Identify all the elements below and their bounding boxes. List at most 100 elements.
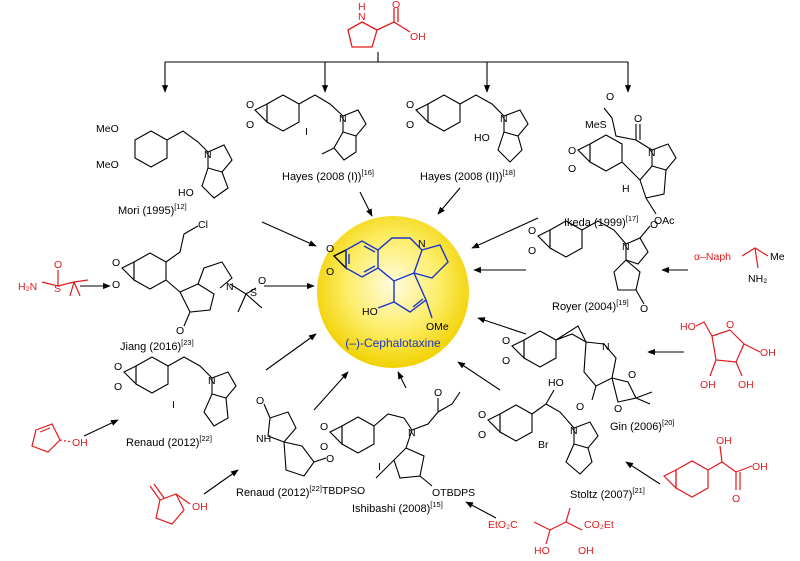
- reagent-cyclopentenol: OH: [31, 423, 88, 453]
- ikeda-oac: OAc: [654, 215, 674, 227]
- target-cephalotaxine: O O N HO OMe (–)-Cephalotaxine: [317, 216, 469, 368]
- sulfinamide-o: O: [54, 259, 62, 271]
- ikeda-o2: O: [568, 163, 576, 175]
- hayes1-o1: O: [246, 99, 254, 111]
- stoltz-br: Br: [538, 439, 549, 451]
- ishibashi-o-amide: O: [434, 387, 442, 399]
- renaud1-o1: O: [114, 361, 122, 373]
- branch-lines: [161, 52, 632, 93]
- target-label: (–)-Cephalotaxine: [345, 336, 441, 350]
- mandelic-oh2: OH: [752, 461, 768, 473]
- synthesis-ishibashi: O O I N O TBDPSO OTBDPS Ishibashi (2008)…: [320, 387, 475, 515]
- mandelic-oh1: OH: [716, 435, 732, 447]
- mori-ho: HO: [178, 187, 194, 199]
- ishibashi-i: I: [378, 461, 381, 473]
- royer-n: N: [622, 241, 630, 253]
- jiang-cl: Cl: [198, 219, 208, 231]
- arrow-tartrate-ishibashi: [465, 501, 497, 519]
- reagent-ribose: HO O OH OH OH: [680, 319, 776, 391]
- tartrate-e2: CO₂Et: [584, 519, 614, 531]
- ishibashi-tbdpso: TBDPSO: [322, 485, 365, 497]
- gin-o-ketone: O: [576, 401, 584, 413]
- synthesis-ikeda: O MeS O N H OAc O O Ikeda (1999)[17]: [564, 91, 677, 229]
- jiang-o-sulfinyl: O: [258, 275, 266, 287]
- proline-nh: N: [358, 11, 366, 23]
- hayes2-n: N: [500, 113, 508, 125]
- center-ome: OMe: [426, 321, 449, 333]
- ishibashi-otbdps: OTBDPS: [432, 487, 475, 499]
- arrow-mori: [261, 221, 317, 247]
- center-n: N: [418, 238, 426, 250]
- jiang-o-ketone: O: [176, 325, 184, 337]
- stoltz-o2: O: [478, 429, 486, 441]
- arrow-stoltz: [457, 361, 501, 391]
- naph-me: Me: [770, 251, 785, 263]
- mori-n: N: [204, 149, 212, 161]
- ribose-o: O: [726, 319, 734, 331]
- label-jiang: Jiang (2016)[23]: [120, 338, 194, 353]
- synthesis-renaud-1: O O N I Renaud (2012)[22]: [114, 356, 237, 449]
- ribose-oh4: OH: [700, 379, 716, 391]
- arrow-mandelic-stoltz: [625, 461, 661, 485]
- center-o1: O: [326, 243, 334, 255]
- synthesis-hayes-1: O O N I Hayes (2008 (I))[16]: [246, 94, 374, 183]
- label-mori: Mori (1995)[12]: [118, 202, 187, 217]
- stoltz-ho: HO: [548, 377, 564, 389]
- synthesis-mori: MeO MeO N HO Mori (1995)[12]: [96, 123, 233, 217]
- renaud2-o-lactam: O: [256, 395, 264, 407]
- jiang-n: N: [226, 281, 234, 293]
- synthesis-stoltz: HO O O N Br Stoltz (2007)[21]: [478, 377, 645, 501]
- ribose-oh2: OH: [760, 347, 776, 359]
- label-hayes-2: Hayes (2008 (II))[18]: [420, 168, 515, 183]
- ikeda-o-carbonyl: O: [634, 113, 642, 125]
- naph-label: α–Naph: [694, 251, 731, 263]
- reagent-tartrate: EtO₂C CO₂Et HO OH: [488, 507, 614, 557]
- highlight-glow: [317, 216, 469, 368]
- arrows: [80, 187, 688, 519]
- cyclopentenol-oh: OH: [72, 437, 88, 449]
- synthesis-royer: O O N O O Royer (2004)[19]: [528, 219, 658, 315]
- jiang-o2: O: [112, 279, 120, 291]
- gin-o1: O: [502, 335, 510, 347]
- ishibashi-n: N: [408, 427, 416, 439]
- mori-meo-2: MeO: [96, 159, 119, 171]
- arrow-renaud-2: [313, 371, 349, 411]
- ribose-oh3: OH: [738, 379, 754, 391]
- jiang-s: S: [250, 287, 257, 299]
- royer-o2: O: [528, 245, 536, 257]
- stoltz-n: N: [570, 425, 578, 437]
- arrow-methylene-renaud-2: [203, 469, 239, 495]
- ikeda-n: N: [648, 147, 656, 159]
- hayes1-n: N: [339, 113, 347, 125]
- center-ho: HO: [362, 306, 378, 318]
- synthesis-hayes-2: O O N HO Hayes (2008 (II))[18]: [406, 94, 529, 183]
- ikeda-o-sulfoxide: O: [606, 91, 614, 103]
- reagent-methylenecyclopentanol: OH: [149, 483, 208, 525]
- arrow-ishibashi: [397, 371, 407, 389]
- sulfinamide-s: S: [54, 283, 61, 295]
- label-ishibashi: Ishibashi (2008)[15]: [352, 500, 443, 515]
- royer-o-ketone: O: [640, 303, 648, 315]
- renaud1-i: I: [172, 399, 175, 411]
- hayes2-o1: O: [406, 99, 414, 111]
- label-royer: Royer (2004)[19]: [552, 298, 629, 313]
- stoltz-o1: O: [478, 409, 486, 421]
- gin-o2: O: [502, 355, 510, 367]
- mandelic-o: O: [732, 493, 740, 505]
- renaud2-nh: NH: [256, 433, 271, 445]
- label-stoltz: Stoltz (2007)[21]: [570, 486, 645, 501]
- reagent-mandelic: OH OH O: [662, 435, 768, 505]
- gin-o-acetonide-1: O: [628, 369, 636, 381]
- arrow-cyclopentenol-renaud-1: [83, 419, 119, 437]
- label-renaud-1: Renaud (2012)[22]: [126, 434, 212, 449]
- center-o2: O: [326, 266, 334, 278]
- cephalotaxine-structure: [332, 237, 449, 319]
- proline-oh: OH: [410, 31, 426, 43]
- ikeda-o1: O: [568, 145, 576, 157]
- hayes2-ho: HO: [474, 132, 490, 144]
- royer-o1: O: [528, 225, 536, 237]
- gin-n: N: [602, 341, 610, 353]
- naph-nh2: NH₂: [748, 273, 767, 285]
- royer-o-lactam: O: [650, 219, 658, 231]
